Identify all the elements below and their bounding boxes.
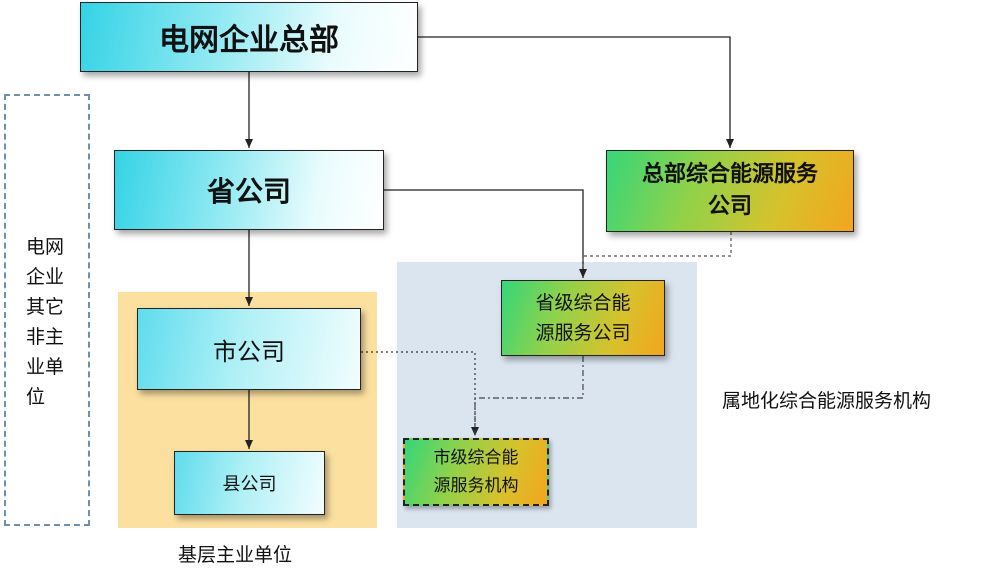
node-provincial-energy-line1: 省级综合能 [535,292,631,314]
node-city-energy-line2: 源服务机构 [433,476,519,496]
dashdot-provincial-energy-to-city-energy [474,356,584,434]
node-city-energy-line1: 市级综合能 [433,448,519,468]
node-provincial-energy: 省级综合能 源服务公司 [501,280,665,356]
node-hq: 电网企业总部 [80,2,418,72]
other-units-box [4,94,90,526]
dotted-city-to-city-energy [361,351,479,436]
node-county: 县公司 [174,451,325,515]
node-county-label: 县公司 [222,474,277,495]
node-provincial: 省公司 [114,150,384,230]
arrow-hq-to-hq-energy [418,36,734,148]
node-hq-energy-line1: 总部综合能源服务 [641,162,818,187]
node-hq-energy: 总部综合能源服务 公司 [606,150,854,232]
base-unit-label: 基层主业单位 [178,544,293,566]
node-provincial-label: 省公司 [206,175,291,208]
node-city-label: 市公司 [213,337,285,366]
node-hq-energy-line2: 公司 [707,194,752,219]
dashed-hq-energy-to-provincial-energy [582,232,732,270]
arrow-provincial-to-provincial-energy [384,189,587,278]
node-provincial-energy-line2: 源服务公司 [535,322,631,344]
node-hq-label: 电网企业总部 [159,23,339,58]
other-units-label: 电网企业其它非主业单位 [26,236,65,408]
local-energy-label: 属地化综合能源服务机构 [722,390,932,412]
node-city: 市公司 [137,308,361,390]
node-city-energy: 市级综合能 源服务机构 [403,438,549,506]
